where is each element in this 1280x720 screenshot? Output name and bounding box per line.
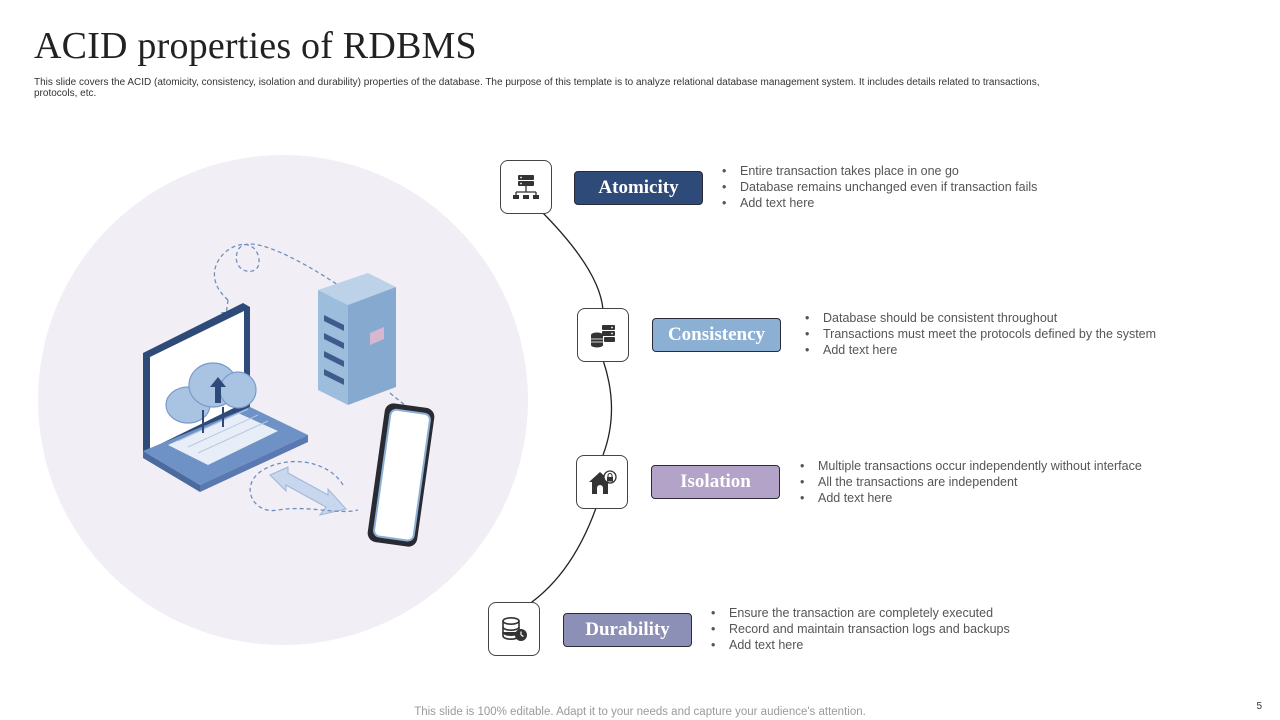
consistency-label: Consistency	[652, 318, 781, 352]
isolation-bullets: Multiple transactions occur independentl…	[800, 458, 1142, 506]
list-item: Database should be consistent throughout	[805, 310, 1156, 326]
list-item: Add text here	[805, 342, 1156, 358]
page-number: 5	[1256, 701, 1262, 712]
durability-bullets: Ensure the transaction are completely ex…	[711, 605, 1010, 653]
house-lock-icon	[576, 455, 628, 509]
atomicity-bullets: Entire transaction takes place in one go…	[722, 163, 1037, 211]
list-item: Record and maintain transaction logs and…	[711, 621, 1010, 637]
database-stack-icon	[577, 308, 629, 362]
slide-subtitle: This slide covers the ACID (atomicity, c…	[34, 77, 1040, 99]
list-item: Database remains unchanged even if trans…	[722, 179, 1037, 195]
slide-title: ACID properties of RDBMS	[34, 25, 477, 67]
list-item: Transactions must meet the protocols def…	[805, 326, 1156, 342]
list-item: Ensure the transaction are completely ex…	[711, 605, 1010, 621]
server-network-icon	[500, 160, 552, 214]
illustration-background-circle	[38, 155, 528, 645]
list-item: All the transactions are independent	[800, 474, 1142, 490]
list-item: Add text here	[711, 637, 1010, 653]
isolation-label: Isolation	[651, 465, 780, 499]
list-item: Add text here	[722, 195, 1037, 211]
atomicity-label: Atomicity	[574, 171, 703, 205]
slide-footer: This slide is 100% editable. Adapt it to…	[414, 706, 866, 718]
cloud-database-illustration	[143, 243, 435, 547]
consistency-bullets: Database should be consistent throughout…	[805, 310, 1156, 358]
durability-label: Durability	[563, 613, 692, 647]
database-clock-icon	[488, 602, 540, 656]
list-item: Multiple transactions occur independentl…	[800, 458, 1142, 474]
list-item: Add text here	[800, 490, 1142, 506]
list-item: Entire transaction takes place in one go	[722, 163, 1037, 179]
